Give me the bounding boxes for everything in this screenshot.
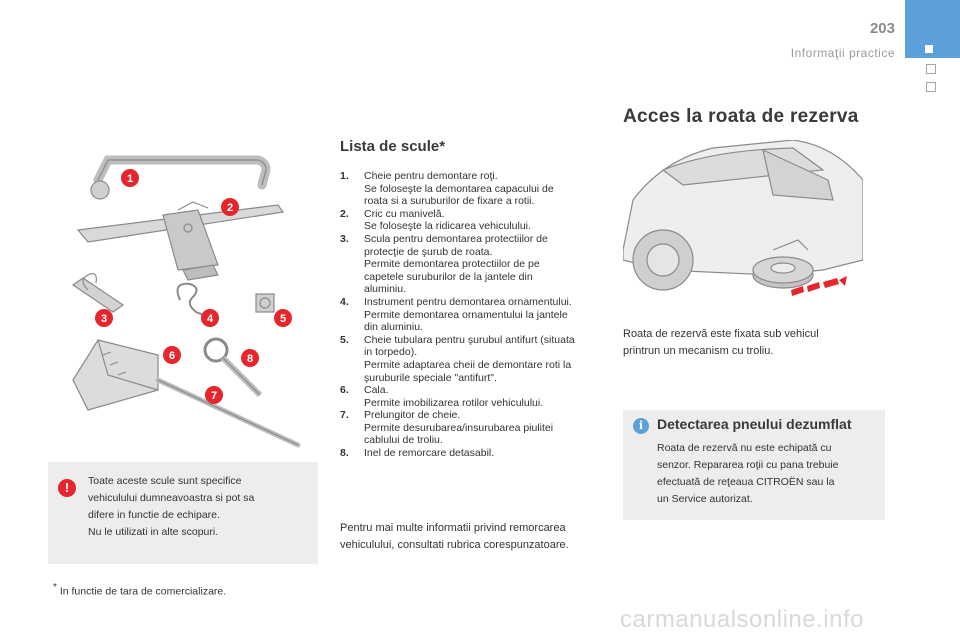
footer-line: vehiculului, consultati rubrica corespun… — [340, 539, 569, 551]
tool-item-line: şuruburile speciale "antifurt". — [364, 371, 497, 384]
callout-7-label: 7 — [211, 390, 217, 402]
callout-8 — [241, 349, 259, 367]
callout-2 — [221, 198, 239, 216]
callout-6-label: 6 — [169, 350, 175, 362]
tool-list-item: 7. Prelungitor de cheie.Permite desurubar… — [340, 409, 608, 447]
tool-item-line: protecţie de şurub de roata. — [364, 245, 493, 258]
spare-text-line: printrun un mecanism cu troliu. — [623, 345, 774, 357]
warning-line: Nu le utilizati in alte scopuri. — [88, 526, 219, 538]
footnote: * In functie de tara de comercializare. — [53, 582, 226, 598]
callout-3-label: 3 — [101, 313, 107, 325]
callout-6 — [163, 346, 181, 364]
tool-item-line: Cala. — [364, 384, 389, 397]
tool-item-number: 2. — [340, 207, 349, 220]
info-text: Roata de rezervă nu este echipată cu sen… — [657, 440, 877, 508]
footnote-text: In functie de tara de comercializare. — [56, 585, 227, 598]
section-title: Informaţii practice — [790, 46, 895, 60]
warning-line: Toate aceste scule sunt specifice — [88, 475, 242, 487]
tool-list-item: 6. Cala.Permite imobilizarea rotilor vehi… — [340, 384, 608, 409]
tool-list-item: 1. Cheie pentru demontare roţi.Se foloseş… — [340, 170, 608, 208]
page-number: 203 — [869, 20, 895, 37]
tool-list-footer: Pentru mai multe informatii privind remo… — [340, 520, 610, 554]
tool-list-item: 3. Scula pentru demontarea protectiilor d… — [340, 233, 608, 296]
tool-item-line: Cheie pentru demontare roţi. — [364, 170, 498, 182]
tool-item-line: Se foloseşte la demontarea capacului de — [364, 182, 554, 195]
callout-1-label: 1 — [127, 173, 133, 185]
tool-item-line: cablului de troliu. — [364, 434, 443, 447]
tool-item-body: Cheie pentru demontare roţi.Se foloseşte… — [364, 170, 608, 208]
callout-2-label: 2 — [227, 202, 233, 214]
tool-item-line: Se foloseşte la ridicarea vehiculului. — [364, 220, 531, 233]
tool-list-item: 5. Cheie tubulara pentru şurubul antifurt… — [340, 334, 608, 384]
warning-line: vehiculului dumneavoastra si pot sa — [88, 492, 255, 504]
tool-item-line: Cric cu manivelă. — [364, 207, 445, 220]
warning-line: difere in functie de echipare. — [88, 509, 220, 521]
tool-item-body: Cheie tubulara pentru şurubul antifurt (… — [364, 334, 608, 384]
tool-item-number: 1. — [340, 170, 349, 182]
info-title: Detectarea pneului dezumflat — [657, 416, 852, 432]
tool-item-line: Permite demontarea ornamentului la jante… — [364, 308, 568, 321]
tool-item-number: 4. — [340, 295, 349, 308]
tool-item-line: din aluminiu. — [364, 321, 423, 334]
tool-item-line: Cheie tubulara pentru şurubul antifurt (… — [364, 333, 575, 346]
watermark: carmanualsonline.info — [620, 606, 864, 633]
tool-list-heading: Lista de scule* — [340, 138, 446, 155]
tool-item-body: Inel de remorcare detasabil. — [364, 447, 608, 460]
car-spare-wheel-illustration — [623, 140, 863, 296]
tool-item-line: roata si a suruburilor de fixare a rotii… — [364, 195, 535, 208]
chapter-tab-active — [905, 0, 960, 58]
callout-3 — [95, 309, 113, 327]
tool-item-line: aluminiu. — [364, 283, 407, 296]
info-line: Roata de rezervă nu este echipată cu — [657, 442, 832, 454]
tool-item-number: 6. — [340, 384, 349, 397]
callout-5-label: 5 — [280, 313, 286, 325]
callout-8-label: 8 — [247, 353, 253, 365]
callout-4 — [201, 309, 219, 327]
spare-access-text: Roata de rezervă este fixata sub vehicul… — [623, 326, 863, 360]
warning-exclamation-icon: ! — [58, 479, 76, 497]
tool-item-line: Scula pentru demontarea protectiilor de — [364, 232, 548, 245]
tool-item-line: Inel de remorcare detasabil. — [364, 447, 495, 460]
tool-item-line: Instrument pentru demontarea ornamentulu… — [364, 295, 572, 308]
info-line: un Service autorizat. — [657, 493, 753, 505]
footnote-mark: * — [53, 582, 57, 593]
chapter-tab — [926, 82, 936, 92]
warning-box: ! Toate aceste scule sunt specifice vehi… — [48, 462, 318, 564]
tools-illustration: 1 2 3 4 5 6 7 8 — [71, 155, 301, 448]
tool-item-body: Cric cu manivelă.Se foloseşte la ridicar… — [364, 208, 608, 233]
tool-item-line: Prelungitor de cheie. — [364, 409, 461, 422]
tool-item-number: 3. — [340, 232, 349, 245]
callout-1 — [121, 169, 139, 187]
tool-list: 1.Cheie pentru demontare roţi.Se foloseş… — [340, 170, 608, 460]
tool-item-number: 8. — [340, 447, 349, 460]
callout-5 — [274, 309, 292, 327]
footer-line: Pentru mai multe informatii privind remo… — [340, 522, 566, 534]
tool-item-body: Instrument pentru demontarea ornamentulu… — [364, 296, 608, 334]
info-line: senzor. Repararea roţii cu pana trebuie — [657, 459, 839, 471]
tool-item-number: 7. — [340, 409, 349, 422]
callout-7 — [205, 386, 223, 404]
callout-4-label: 4 — [207, 313, 214, 325]
chapter-tab — [926, 64, 936, 74]
tool-item-number: 5. — [340, 333, 349, 346]
info-line: efectuată de reţeaua CITROËN sau la — [657, 476, 835, 488]
tool-item-line: Permite demontarea protectiilor de pe — [364, 258, 540, 271]
tool-item-line: capetele suruburilor de la jantele din — [364, 270, 533, 283]
tool-list-item: 4. Instrument pentru demontarea ornamentu… — [340, 296, 608, 334]
tool-list-item: 2. Cric cu manivelă.Se foloseşte la ridic… — [340, 208, 608, 233]
tool-item-body: Cala.Permite imobilizarea rotilor vehicu… — [364, 384, 608, 409]
info-box: i Detectarea pneului dezumflat Roata de … — [623, 410, 885, 520]
warning-text: Toate aceste scule sunt specifice vehicu… — [88, 473, 308, 541]
spare-access-heading: Acces la roata de rezerva — [623, 106, 859, 127]
spare-text-line: Roata de rezervă este fixata sub vehicul — [623, 328, 819, 340]
info-icon: i — [633, 418, 649, 434]
tool-list-item: 8. Inel de remorcare detasabil. — [340, 447, 608, 460]
tool-item-line: Permite adaptarea cheii de demontare rot… — [364, 358, 572, 371]
tool-item-line: Permite imobilizarea rotilor vehiculului… — [364, 396, 544, 409]
tool-item-line: Permite desurubarea/insurubarea piulitei — [364, 421, 554, 434]
tool-item-line: in torpedo). — [364, 346, 418, 359]
tool-item-body: Prelungitor de cheie.Permite desurubarea… — [364, 409, 608, 447]
tab-marker-icon — [925, 45, 933, 53]
